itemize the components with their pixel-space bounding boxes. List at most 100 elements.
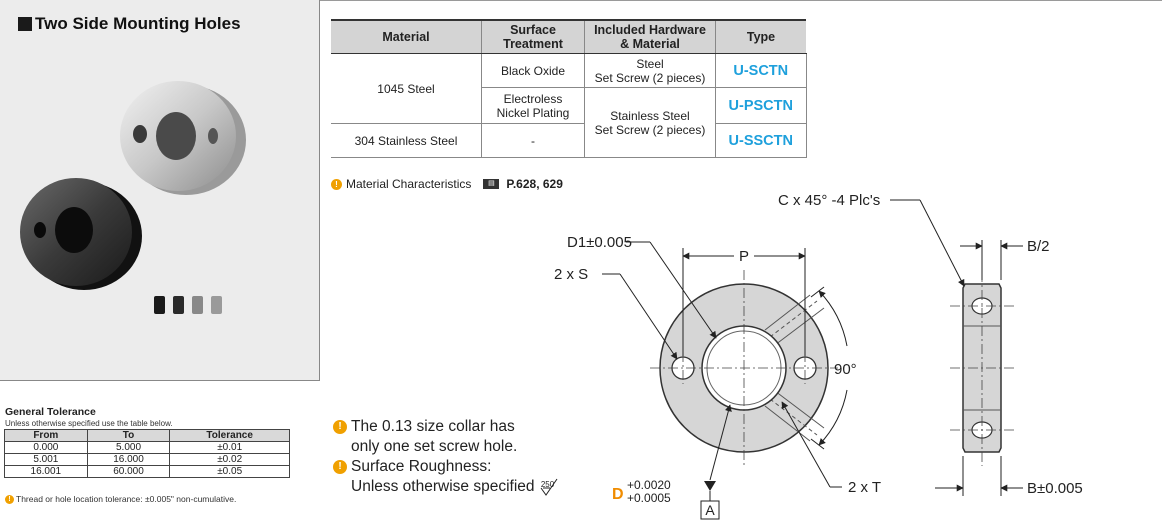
header-hardware-line1: Included Hardware xyxy=(594,23,706,37)
datum-box xyxy=(700,500,720,520)
table-cell: 16.001 xyxy=(4,465,88,478)
tolerance-header-tolerance: Tolerance xyxy=(169,429,290,442)
collar-side-view xyxy=(950,272,1014,466)
set-screws xyxy=(154,296,222,314)
label-b: B±0.005 xyxy=(1027,480,1083,497)
dimension-p xyxy=(682,248,806,356)
type-link-u-sctn-text[interactable]: U-SCTN xyxy=(733,62,789,79)
label-d1: D1±0.005 xyxy=(567,234,632,251)
table-cell: 0.000 xyxy=(4,441,88,454)
datum-triangle xyxy=(704,481,716,491)
label-b-half: B/2 xyxy=(1027,238,1050,255)
lightbulb-icon: ! xyxy=(333,420,347,434)
note-surface-roughness: ! Surface Roughness: Unless otherwise sp… xyxy=(333,457,559,497)
table-cell: 60.000 xyxy=(86,465,171,478)
cell-no-treatment: - xyxy=(481,123,585,158)
table-cell: 5.001 xyxy=(4,453,88,466)
tolerance-header-to: To xyxy=(86,429,171,442)
material-characteristics[interactable]: ! Material Characteristics ▤ P.628, 629 xyxy=(331,177,563,191)
set-screw-hole-section xyxy=(764,294,825,442)
cell-material-304: 304 Stainless Steel xyxy=(331,123,482,158)
header-material-text: Material xyxy=(382,30,430,44)
label-chamfer: C x 45° -4 Plc's xyxy=(778,192,880,209)
table-cell: ±0.02 xyxy=(169,453,290,466)
table-row: 1045 Steel Black Oxide Steel Set Screw (… xyxy=(331,53,807,124)
label-datum: A xyxy=(705,502,715,518)
label-2xs: 2 x S xyxy=(554,266,588,283)
type-link-u-ssctn[interactable]: U-SSCTN xyxy=(715,123,807,158)
note-roughness-line1: Surface Roughness: xyxy=(351,458,492,475)
spec-table: Material Surface Treatment Included Hard… xyxy=(331,19,807,158)
cell-electroless-nickel: Electroless Nickel Plating xyxy=(481,87,585,124)
label-p: P xyxy=(739,248,749,265)
table-cell: 16.000 xyxy=(86,453,171,466)
header-included-hardware: Included Hardware & Material xyxy=(584,20,716,54)
header-surface-treatment: Surface Treatment xyxy=(481,20,585,54)
cell-material-1045: 1045 Steel xyxy=(331,53,482,124)
dimension-90-deg xyxy=(810,286,848,450)
cell-electroless-line1: Electroless xyxy=(503,91,563,106)
note-collar-line2: only one set screw hole. xyxy=(351,438,518,455)
header-hardware-line2: & Material xyxy=(620,37,680,51)
cell-electroless-line2: Nickel Plating xyxy=(496,105,570,120)
cell-stainless-line1: Stainless Steel xyxy=(610,108,690,123)
tolerance-subtitle: Unless otherwise specified use the table… xyxy=(5,419,173,428)
note-collar-line1: The 0.13 size collar has xyxy=(351,418,515,435)
tolerance-header-row: From To Tolerance xyxy=(4,429,290,442)
cell-black-oxide: Black Oxide xyxy=(481,53,585,88)
table-row: 0.000 5.000 ±0.01 xyxy=(4,441,290,454)
surface-roughness-symbol-icon: 250 xyxy=(539,478,559,496)
note-collar-size: ! The 0.13 size collar has only one set … xyxy=(333,417,559,457)
table-row: Electroless Nickel Plating Stainless Ste… xyxy=(331,87,807,158)
tolerance-note: ! Thread or hole location tolerance: ±0.… xyxy=(5,494,236,504)
cell-steel-line1: Steel xyxy=(636,56,664,71)
material-characteristics-pages[interactable]: P.628, 629 xyxy=(506,177,563,191)
technical-drawing: P D1±0.005 2 x S 90° 2 x T A D +0.0020 +… xyxy=(554,192,1083,520)
book-reference-icon: ▤ xyxy=(483,179,500,189)
top-rule xyxy=(0,0,1162,1)
cell-stainless-set-screw: Stainless Steel Set Screw (2 pieces) xyxy=(584,87,716,158)
material-characteristics-label[interactable]: Material Characteristics xyxy=(346,177,472,191)
panel-title-text: Two Side Mounting Holes xyxy=(35,14,241,33)
header-type: Type xyxy=(715,20,806,54)
tolerance-header-from: From xyxy=(4,429,88,442)
note-roughness-line2: Unless otherwise specified 250 xyxy=(351,477,559,497)
type-link-u-psctn-text[interactable]: U-PSCTN xyxy=(728,97,793,114)
header-surface-line1: Surface xyxy=(510,23,556,37)
spec-header-row: Material Surface Treatment Included Hard… xyxy=(331,20,806,54)
label-d-upper-tol: +0.0020 xyxy=(627,478,671,492)
tolerance-note-text: Thread or hole location tolerance: ±0.00… xyxy=(16,494,237,504)
label-2xt: 2 x T xyxy=(848,479,881,496)
table-row: 5.001 16.000 ±0.02 xyxy=(4,453,290,466)
table-cell: 5.000 xyxy=(86,441,171,454)
header-surface-line2: Treatment xyxy=(503,37,563,51)
tolerance-title: General Tolerance xyxy=(5,406,96,418)
roughness-value: 250 xyxy=(540,479,555,489)
dimension-b-half xyxy=(960,240,1023,280)
silver-collar xyxy=(120,81,246,195)
black-collar xyxy=(20,178,142,290)
label-d: D xyxy=(612,486,624,503)
table-cell: ±0.05 xyxy=(169,465,290,478)
type-link-u-sctn[interactable]: U-SCTN xyxy=(715,53,807,88)
cell-steel-line2: Set Screw (2 pieces) xyxy=(594,70,706,85)
notes: ! The 0.13 size collar has only one set … xyxy=(333,417,559,497)
leader-2xs xyxy=(602,273,678,360)
type-link-u-psctn[interactable]: U-PSCTN xyxy=(715,87,807,124)
header-material: Material xyxy=(331,20,482,54)
collar-front-view xyxy=(650,270,838,466)
table-cell: ±0.01 xyxy=(169,441,290,454)
header-type-text: Type xyxy=(746,30,776,44)
cell-steel-set-screw: Steel Set Screw (2 pieces) xyxy=(584,53,716,88)
cell-stainless-line2: Set Screw (2 pieces) xyxy=(594,122,706,137)
label-90-deg: 90° xyxy=(834,361,857,378)
type-link-u-ssctn-text[interactable]: U-SSCTN xyxy=(728,132,793,149)
leader-d1 xyxy=(626,241,717,339)
label-d-lower-tol: +0.0005 xyxy=(627,491,671,505)
datum-leader xyxy=(709,404,732,481)
leader-2xt xyxy=(781,401,842,488)
tolerance-table: From To Tolerance 0.000 5.000 ±0.01 5.00… xyxy=(4,429,290,478)
dimension-b xyxy=(935,456,1023,496)
panel-title: Two Side Mounting Holes xyxy=(18,14,241,34)
lightbulb-icon: ! xyxy=(333,460,347,474)
